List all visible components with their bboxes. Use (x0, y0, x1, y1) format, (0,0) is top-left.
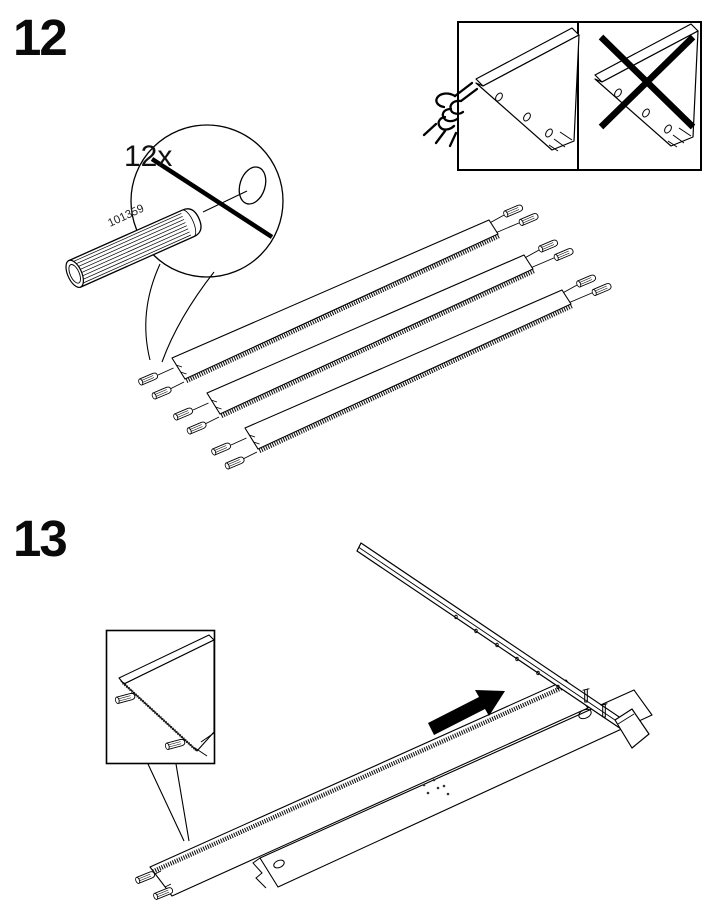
rail-figure (356, 542, 650, 749)
rail-holes (454, 614, 560, 690)
slats-figure (138, 204, 612, 470)
magnifier-circle: 12x (124, 124, 284, 363)
correct-panel (422, 27, 580, 152)
cross-icon (598, 34, 696, 130)
dowel-figure: 101359 (65, 203, 202, 288)
direction-arrow (428, 690, 505, 735)
side-board-figure (252, 689, 653, 889)
step-12-number: 12 (13, 9, 66, 66)
detail-funnel-pointer (147, 763, 190, 842)
step-12-figure: 12 (13, 9, 702, 470)
detail-box (105, 629, 216, 842)
dowel-hole (238, 166, 267, 205)
warning-panels-box (422, 21, 702, 171)
pilot-holes (422, 778, 450, 796)
incorrect-panel (594, 23, 699, 148)
step-13-number: 13 (13, 510, 66, 567)
slat-13-figure (134, 679, 589, 901)
part-number-label: 101359 (106, 203, 146, 230)
slat-end-detail (114, 634, 215, 757)
hand-icon (422, 81, 479, 148)
quantity-label: 12x (124, 140, 172, 173)
funnel-pointer (145, 263, 215, 363)
step-13-figure: 13 (13, 510, 653, 901)
